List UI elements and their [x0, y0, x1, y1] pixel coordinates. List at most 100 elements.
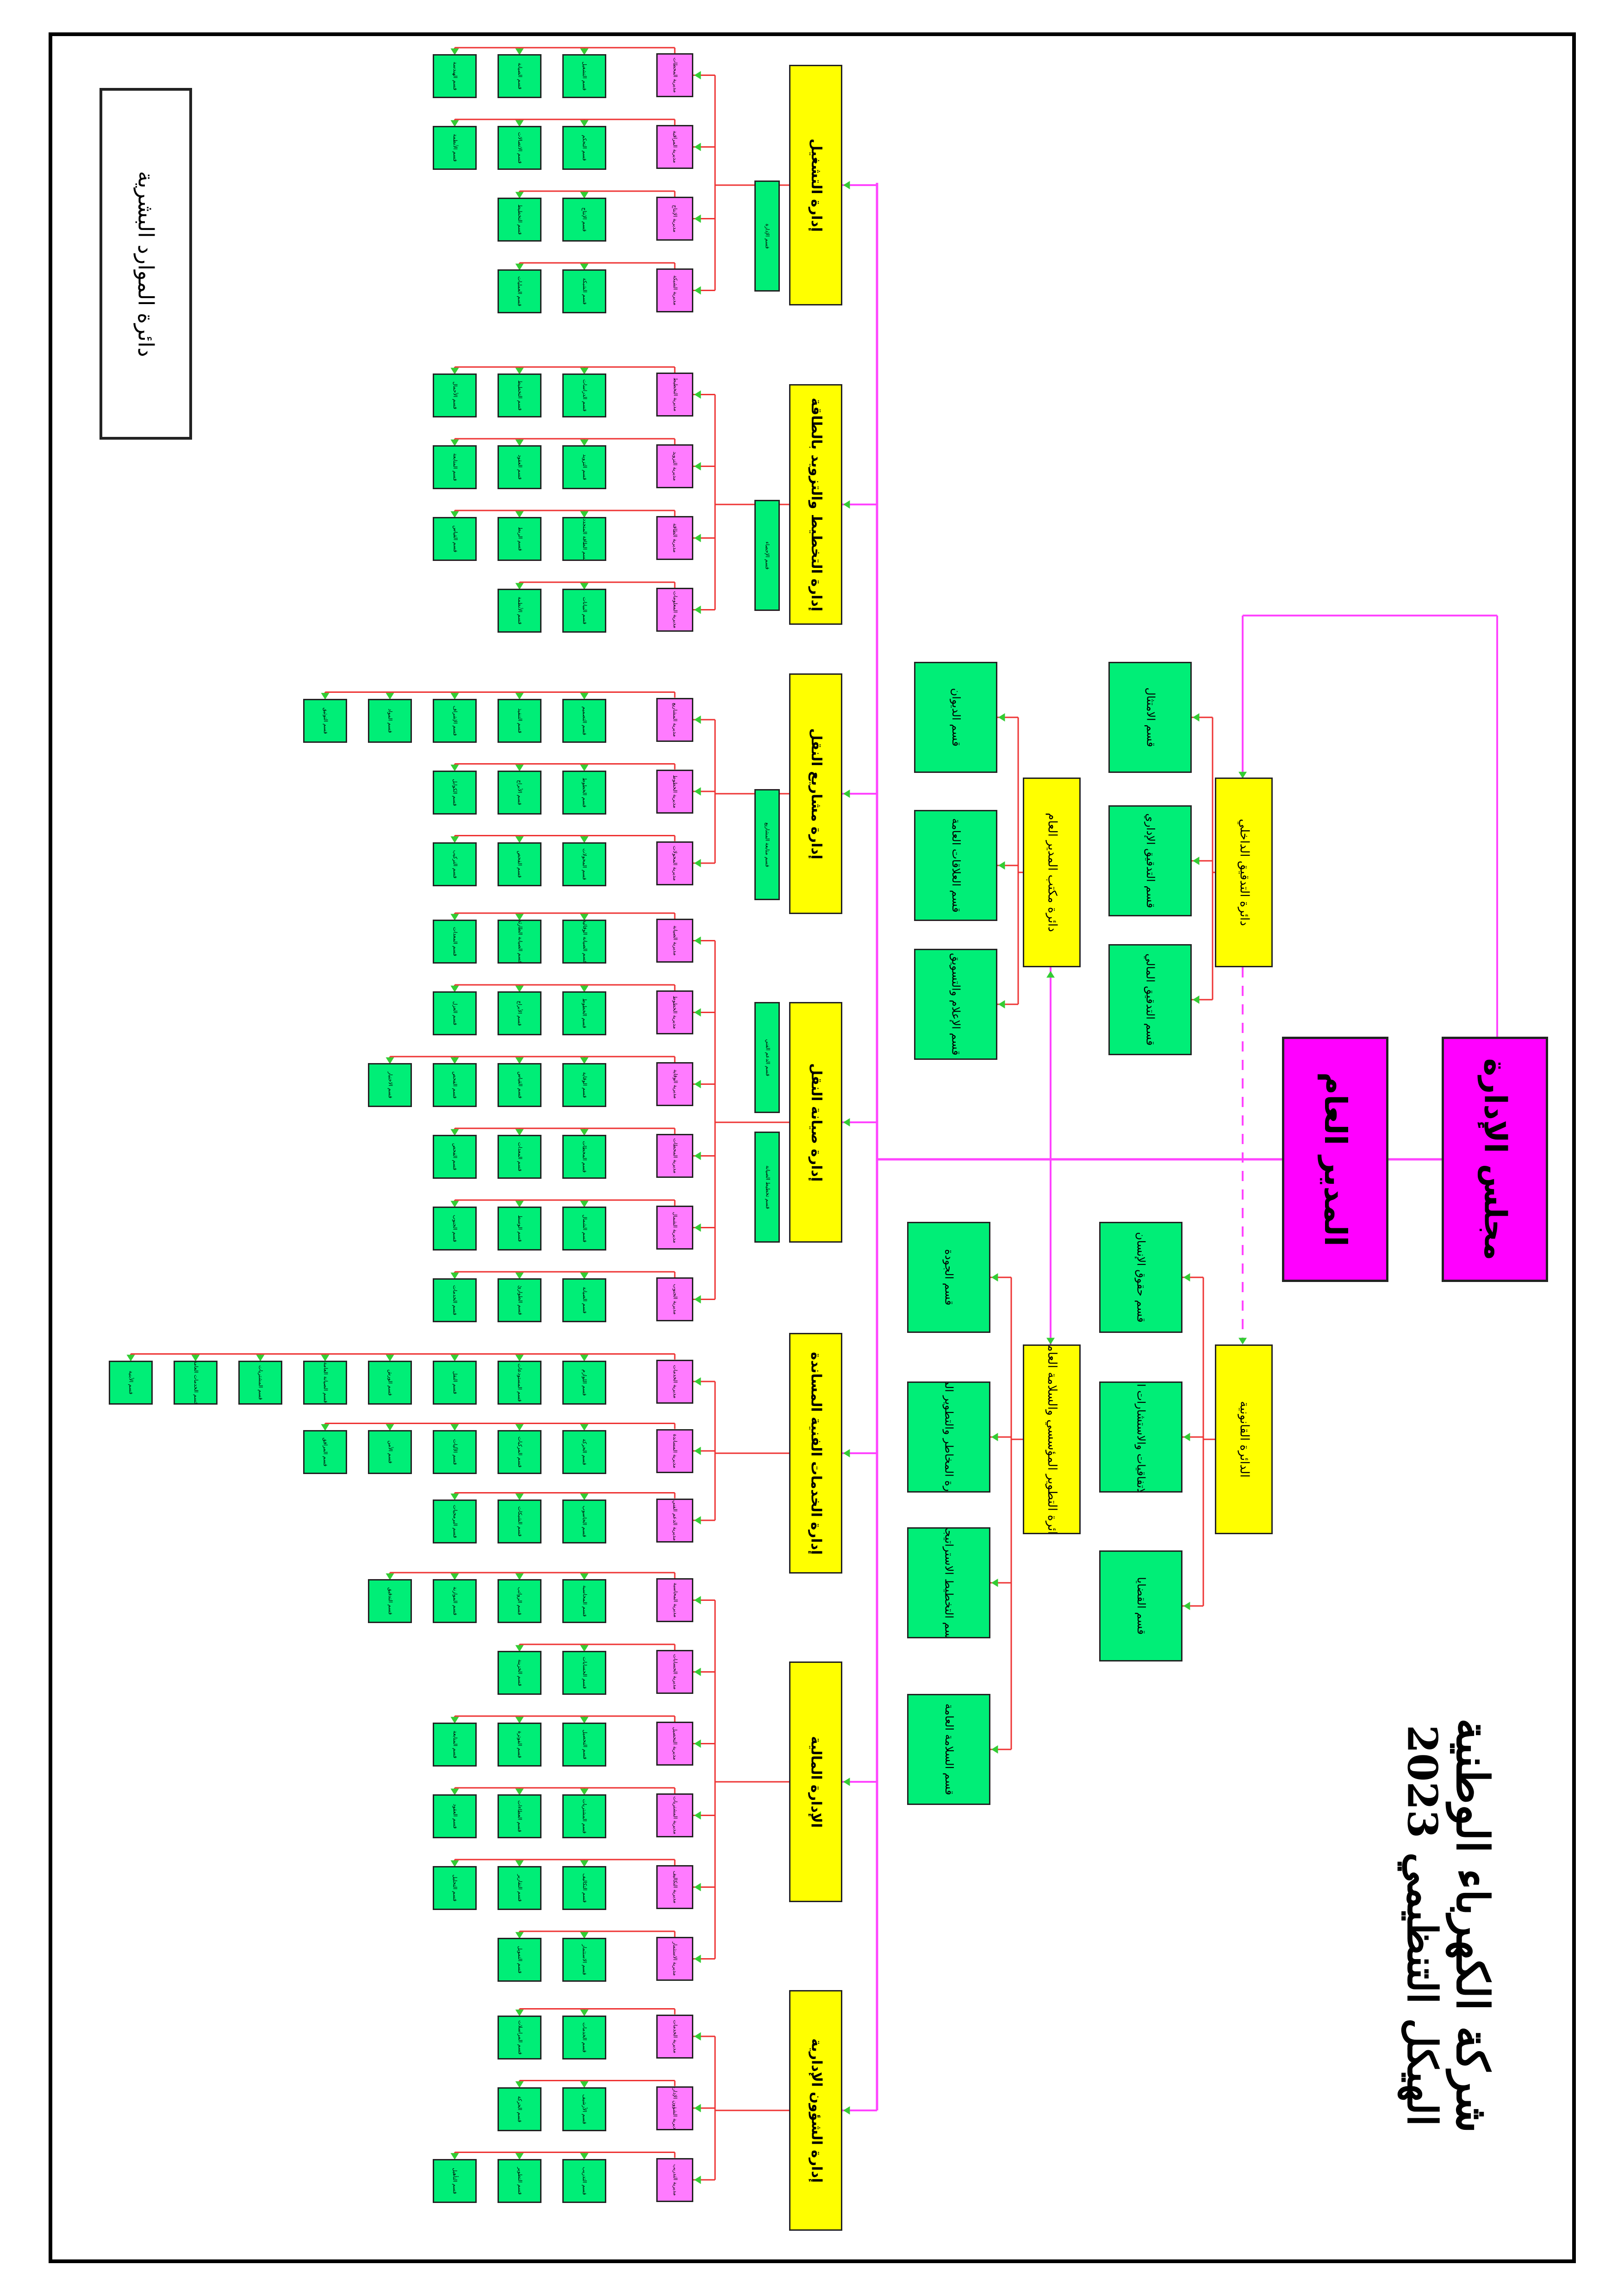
section-box-6-3-1[interactable]: قسم التحصيل — [562, 1723, 606, 1767]
section-box-6-2-1[interactable]: قسم الحسابات — [562, 1651, 606, 1695]
department-1-section-1[interactable]: قسم الإدارة — [754, 180, 780, 292]
section-box-6-4-1[interactable]: قسم المشتريات — [562, 1794, 606, 1838]
unit-box-5-2[interactable]: مديرية المساندة — [656, 1429, 693, 1473]
section-box-6-4-2[interactable]: قسم العطاءات — [498, 1794, 541, 1838]
department-4-section-2[interactable]: قسم تخطيط الصيانة — [754, 1132, 780, 1243]
section-box-4-3-1[interactable]: قسم الوقاية — [562, 1063, 606, 1107]
section-box-6-1-2[interactable]: قسم الرواتب — [498, 1579, 541, 1623]
section-box-2-3-2[interactable]: قسم الربط — [498, 517, 541, 561]
unit-box-2-4[interactable]: مديرية المعلومات — [656, 588, 693, 632]
section-box-1-1-3[interactable]: قسم الهندسة — [433, 54, 477, 98]
middle-section-gm_office-1[interactable]: قسم الإعلام والتسويق — [914, 949, 997, 1060]
section-box-5-1-3[interactable]: قسم النقل — [433, 1360, 477, 1405]
middle-section-legal-2[interactable]: قسم الاتفاقيات والاستشارات القانونية — [1099, 1381, 1182, 1493]
section-box-6-3-2[interactable]: قسم الفوترة — [498, 1723, 541, 1767]
section-box-4-5-3[interactable]: قسم الجنوب — [433, 1207, 477, 1251]
section-box-2-3-3[interactable]: قسم القياس — [433, 517, 477, 561]
department-box-3[interactable]: إدارة مشاريع النقل — [789, 673, 842, 914]
middle-section-engineering_safety-3[interactable]: قسم إدارة المخاطر والتطوير المؤسسي — [907, 1381, 990, 1493]
unit-box-6-1[interactable]: مديرية المحاسبة — [656, 1578, 693, 1622]
unit-box-7-3[interactable]: مديرية التدريب — [656, 2158, 693, 2202]
section-box-5-1-8[interactable]: قسم الأبنية — [109, 1360, 153, 1405]
section-box-4-6-3[interactable]: قسم الخدمات — [433, 1278, 477, 1322]
middle-section-internal_audit-3[interactable]: قسم الامتثال — [1108, 662, 1192, 773]
section-box-2-2-1[interactable]: قسم التزويد — [562, 445, 606, 489]
unit-box-3-3[interactable]: مديرية المحولات — [656, 841, 693, 885]
middle-section-legal-3[interactable]: قسم حقوق الإنسان — [1099, 1222, 1182, 1333]
section-box-7-1-2[interactable]: قسم المراسلات — [498, 2015, 541, 2060]
section-box-4-3-4[interactable]: قسم الاختبار — [368, 1063, 412, 1107]
unit-box-6-6[interactable]: مديرية الاستثمار — [656, 1937, 693, 1981]
section-box-3-1-3[interactable]: قسم الإشراف — [433, 698, 477, 743]
middle-section-internal_audit-1[interactable]: قسم التدقيق المالي — [1108, 944, 1192, 1055]
unit-box-5-1[interactable]: مديرية الخدمات — [656, 1359, 693, 1404]
section-box-4-5-1[interactable]: قسم الشمال — [562, 1207, 606, 1251]
section-box-3-3-1[interactable]: قسم المحولات — [562, 842, 606, 886]
unit-box-6-4[interactable]: مديرية المشتريات — [656, 1793, 693, 1837]
unit-box-4-1[interactable]: مديرية الصيانة — [656, 919, 693, 963]
section-box-2-2-2[interactable]: قسم العقود — [498, 445, 541, 489]
unit-box-4-4[interactable]: مديرية المحطات — [656, 1134, 693, 1178]
section-box-7-1-1[interactable]: قسم الخدمات — [562, 2015, 606, 2060]
department-box-2[interactable]: إدارة التخطيط والتزويد بالطاقة — [789, 384, 842, 625]
general-manager-box[interactable]: المدير العام — [1282, 1037, 1388, 1282]
section-box-2-2-3[interactable]: قسم المتابعة — [433, 445, 477, 489]
section-box-4-2-1[interactable]: قسم الخطوط — [562, 991, 606, 1035]
unit-box-6-2[interactable]: مديرية الحسابات — [656, 1650, 693, 1694]
middle-section-internal_audit-2[interactable]: قسم التدقيق الإداري — [1108, 805, 1192, 916]
section-box-4-5-2[interactable]: قسم الوسط — [498, 1207, 541, 1251]
section-box-7-3-3[interactable]: قسم التأهيل — [433, 2159, 477, 2203]
unit-box-6-3[interactable]: مديرية التحصيل — [656, 1722, 693, 1766]
section-box-4-2-2[interactable]: قسم الأبراج — [498, 991, 541, 1035]
middle-box-legal[interactable]: الدائرة القانونية — [1215, 1344, 1273, 1534]
section-box-2-4-1[interactable]: قسم البيانات — [562, 589, 606, 633]
section-box-1-1-1[interactable]: قسم التشغيل — [562, 54, 606, 98]
unit-box-2-1[interactable]: مديرية التخطيط — [656, 373, 693, 417]
section-box-1-3-1[interactable]: قسم الإنتاج — [562, 198, 606, 242]
middle-box-internal_audit[interactable]: دائرة التدقيق الداخلي — [1215, 778, 1273, 967]
section-box-6-3-3[interactable]: قسم المتابعة — [433, 1723, 477, 1767]
section-box-5-1-2[interactable]: قسم المستودعات — [498, 1360, 541, 1405]
section-box-1-4-2[interactable]: قسم العمليات — [498, 269, 541, 313]
department-4-section-1[interactable]: قسم الدعم الفني — [754, 1002, 780, 1113]
section-box-5-1-1[interactable]: قسم اللوازم — [562, 1360, 606, 1405]
section-box-6-5-1[interactable]: قسم التكاليف — [562, 1866, 606, 1910]
section-box-2-1-3[interactable]: قسم الأحمال — [433, 373, 477, 417]
section-box-4-1-2[interactable]: قسم الصيانة الطارئة — [498, 920, 541, 964]
section-box-4-4-2[interactable]: قسم المعدات — [498, 1135, 541, 1179]
section-box-3-1-1[interactable]: قسم التصميم — [562, 698, 606, 743]
unit-box-1-1[interactable]: مديرية المحطات — [656, 53, 693, 97]
unit-box-3-2[interactable]: مديرية الخطوط — [656, 769, 693, 814]
section-box-5-1-7[interactable]: قسم الخدمات العامة — [174, 1360, 218, 1405]
department-box-5[interactable]: إدارة الخدمات الفنية المساندة — [789, 1333, 842, 1574]
unit-box-5-3[interactable]: مديرية الدعم الفني — [656, 1498, 693, 1543]
section-box-3-2-2[interactable]: قسم الأبراج — [498, 770, 541, 815]
section-box-1-1-2[interactable]: قسم الصيانة — [498, 54, 541, 98]
section-box-5-3-2[interactable]: قسم الشبكات — [498, 1499, 541, 1543]
unit-box-7-2[interactable]: مديرية الشؤون الإدارية — [656, 2086, 693, 2130]
section-box-7-3-2[interactable]: قسم التطوير — [498, 2159, 541, 2203]
section-box-5-1-4[interactable]: قسم الورش — [368, 1360, 412, 1405]
section-box-5-2-3[interactable]: قسم الآليات — [433, 1430, 477, 1474]
section-box-5-1-5[interactable]: قسم الصيانة العامة — [303, 1360, 347, 1405]
section-box-3-3-2[interactable]: قسم الفحص — [498, 842, 541, 886]
section-box-7-2-1[interactable]: قسم الأرشيف — [562, 2087, 606, 2131]
section-box-2-3-1[interactable]: قسم الطاقة المتجددة — [562, 517, 606, 561]
unit-box-4-5[interactable]: مديرية الشمال — [656, 1206, 693, 1250]
middle-section-engineering_safety-2[interactable]: قسم التخطيط الاستراتيجي — [907, 1527, 990, 1638]
section-box-2-4-2[interactable]: قسم الأنظمة — [498, 589, 541, 633]
middle-section-gm_office-3[interactable]: قسم الديوان — [914, 662, 997, 773]
section-box-6-5-2[interactable]: قسم التقارير — [498, 1866, 541, 1910]
unit-box-6-5[interactable]: مديرية التكاليف — [656, 1865, 693, 1909]
section-box-6-1-3[interactable]: قسم الموازنة — [433, 1579, 477, 1623]
section-box-1-3-2[interactable]: قسم التخطيط — [498, 198, 541, 242]
middle-box-gm_office[interactable]: دائرة مكتب المدير العام — [1023, 778, 1081, 967]
section-box-2-1-1[interactable]: قسم الدراسات — [562, 373, 606, 417]
section-box-1-2-1[interactable]: قسم التحكم — [562, 126, 606, 170]
section-box-7-2-2[interactable]: قسم الحركة — [498, 2087, 541, 2131]
unit-box-3-1[interactable]: مديرية المشاريع — [656, 697, 693, 742]
department-box-4[interactable]: إدارة صيانة النقل — [789, 1002, 842, 1243]
section-box-4-2-3[interactable]: قسم العزل — [433, 991, 477, 1035]
section-box-4-3-2[interactable]: قسم القياس — [498, 1063, 541, 1107]
section-box-3-1-4[interactable]: قسم المواد — [368, 698, 412, 743]
